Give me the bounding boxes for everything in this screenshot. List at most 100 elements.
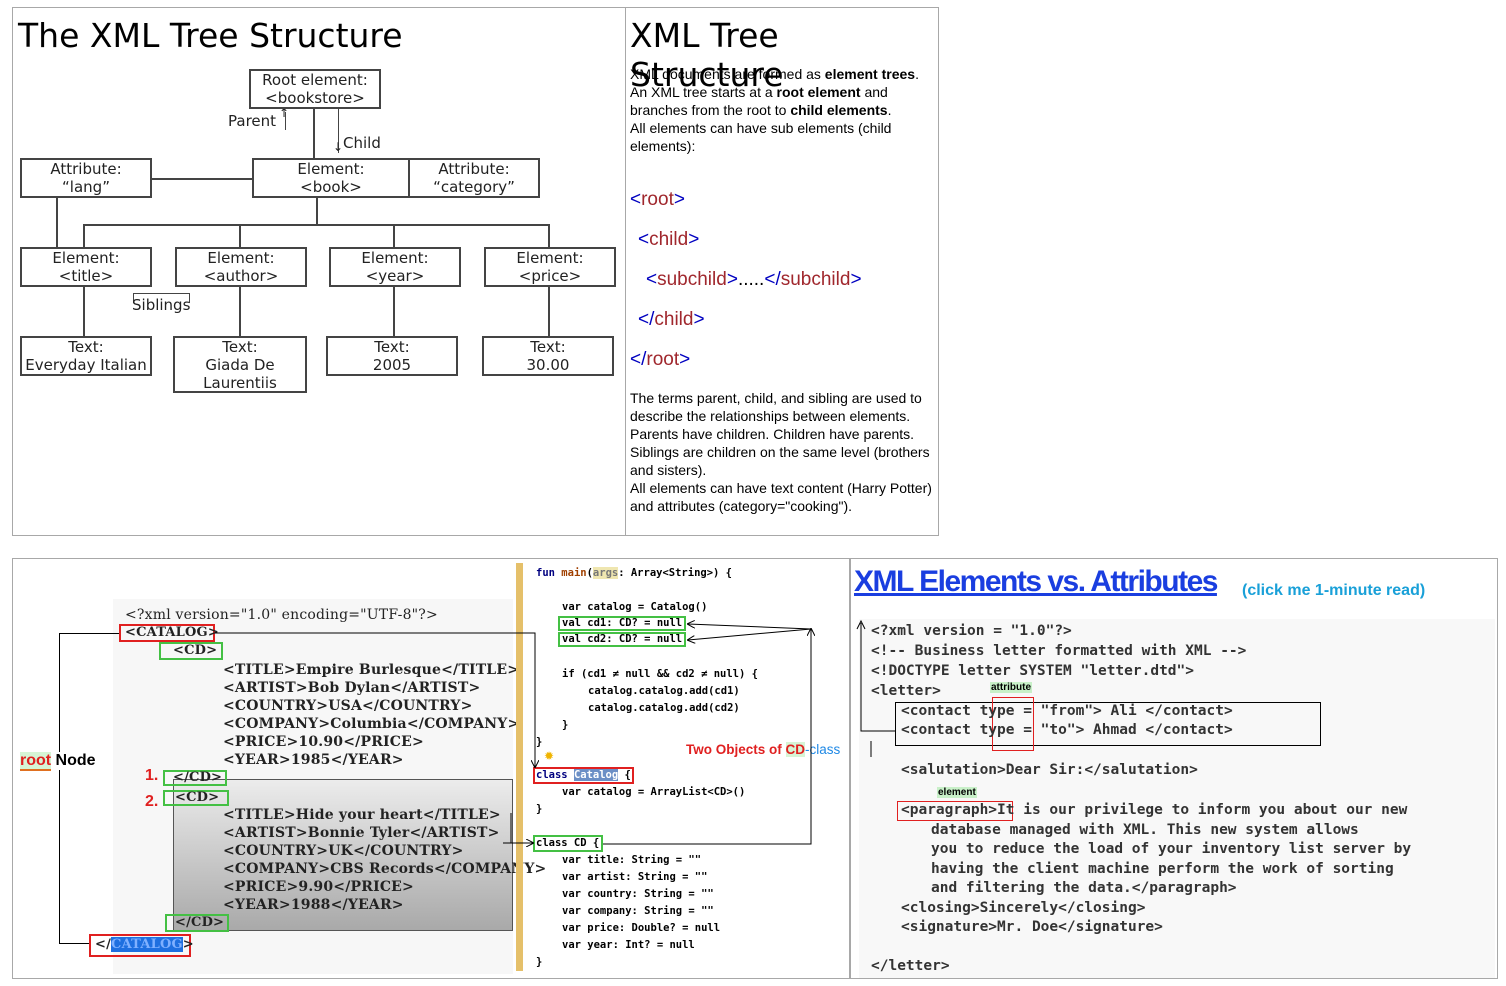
letter-line: <signature>Mr. Doe</signature> bbox=[901, 919, 1163, 935]
description-title: XML Tree Structure bbox=[630, 16, 784, 94]
cd2-line: <ARTIST>Bonnie Tyler</ARTIST> bbox=[223, 825, 500, 841]
paragraph-element-trees: XML documents are formed as element tree… bbox=[630, 66, 919, 154]
letter-line: <closing>Sincerely</closing> bbox=[901, 900, 1146, 916]
val-cd2-box bbox=[558, 632, 686, 647]
letter-line: and filtering the data.</paragraph> bbox=[931, 880, 1237, 896]
attribute-tag-label: attribute bbox=[990, 682, 1032, 693]
kotlin-class-cd: class CD { bbox=[536, 837, 600, 849]
kotlin-val-cd2: val cd2: CD? = null bbox=[562, 633, 683, 645]
tree-title: The XML Tree Structure bbox=[18, 16, 403, 55]
letter-line: <letter> bbox=[871, 683, 941, 699]
description-panel: XML Tree Structure XML documents are for… bbox=[625, 7, 939, 536]
parent-label: Parent bbox=[228, 112, 277, 130]
cd1-line: <COUNTRY>USA</COUNTRY> bbox=[223, 698, 473, 714]
lightbulb-icon: ✹ bbox=[544, 749, 555, 763]
xml-declaration: <?xml version="1.0" encoding="UTF-8"?> bbox=[125, 607, 438, 623]
kotlin-add2: catalog.catalog.add(cd2) bbox=[588, 702, 740, 714]
cd2-line: <COUNTRY>UK</COUNTRY> bbox=[223, 843, 464, 859]
kotlin-add1: catalog.catalog.add(cd1) bbox=[588, 685, 740, 697]
kotlin-if: if (cd1 ≠ null && cd2 ≠ null) { bbox=[562, 668, 758, 680]
number-1: 1. bbox=[145, 767, 159, 784]
text-year-node: Text:2005 bbox=[326, 336, 458, 376]
cd1-open-box bbox=[159, 642, 223, 660]
cd2-open-tag: <CD> bbox=[175, 790, 220, 805]
type-attribute-box bbox=[992, 697, 1034, 751]
cd2-line: <PRICE>9.90</PRICE> bbox=[223, 879, 414, 895]
element-tag-label: element bbox=[937, 787, 977, 798]
letter-line: <contact type = "from"> Ali </contact> bbox=[901, 703, 1233, 719]
code-child-open: <child> bbox=[638, 229, 700, 250]
tree-panel: The XML Tree Structure Parent Child Sibl… bbox=[12, 7, 626, 536]
parent-arrow-icon: ↑ bbox=[279, 106, 290, 120]
price-element-node: Element:<price> bbox=[484, 247, 616, 287]
letter-line: <paragraph>It is our privilege to inform… bbox=[901, 802, 1408, 818]
click-me-subtitle[interactable]: (click me 1-minute read) bbox=[1242, 582, 1426, 599]
paragraph-element-box bbox=[897, 801, 1013, 821]
cd2-close-box bbox=[165, 914, 229, 932]
letter-line: database managed with XML. This new syst… bbox=[931, 822, 1359, 838]
kotlin-brace: } bbox=[536, 736, 543, 748]
root-element-node: Root element:<bookstore> bbox=[249, 69, 381, 109]
letter-line: you to reduce the load of your inventory… bbox=[931, 841, 1412, 857]
cd1-line: <ARTIST>Bob Dylan</ARTIST> bbox=[223, 680, 481, 696]
cd2-line: <COMPANY>CBS Records</COMPANY> bbox=[223, 861, 547, 877]
kotlin-brace: } bbox=[562, 719, 569, 731]
root-node-label: root Node bbox=[19, 752, 97, 771]
kotlin-brace: } bbox=[536, 956, 543, 968]
catalog-close-tag: </CATALOG> bbox=[95, 937, 194, 952]
catalog-open-box bbox=[119, 624, 215, 642]
cd2-line: <TITLE>Hide your heart</TITLE> bbox=[223, 807, 501, 823]
code-root-close: </root> bbox=[630, 349, 691, 370]
two-objects-label: Two Objects of CD-class bbox=[686, 742, 841, 757]
cd1-line: <PRICE>10.90</PRICE> bbox=[223, 734, 424, 750]
cd2-line: <YEAR>1988</YEAR> bbox=[223, 897, 404, 913]
kotlin-var-catalog: var catalog = Catalog() bbox=[562, 601, 708, 613]
letter-panel: XML Elements vs. Attributes (click me 1-… bbox=[850, 558, 1498, 979]
catalog-open-tag: <CATALOG> bbox=[125, 625, 219, 640]
code-root-open: <root> bbox=[630, 189, 685, 210]
text-title-node: Text:Everyday Italian bbox=[20, 336, 152, 376]
child-arrow-icon: ↓ bbox=[333, 140, 344, 154]
connector-arrows bbox=[215, 559, 850, 979]
cd1-close-box bbox=[163, 770, 227, 786]
paragraph-relationships: The terms parent, child, and sibling are… bbox=[630, 390, 932, 514]
val-cd1-box bbox=[558, 616, 686, 631]
kotlin-catalog-field: var catalog = ArrayList<CD>() bbox=[562, 786, 746, 798]
code-separator bbox=[516, 563, 523, 971]
kotlin-main: fun main(args: Array<String>) { bbox=[536, 567, 733, 579]
child-label: Child bbox=[343, 134, 381, 152]
cd1-line: <YEAR>1985</YEAR> bbox=[223, 752, 404, 768]
book-element-node: Element:<book> bbox=[252, 158, 410, 198]
letter-bracket-arrow bbox=[856, 619, 895, 757]
kotlin-field: var price: Double? = null bbox=[562, 922, 721, 934]
author-element-node: Element:<author> bbox=[175, 247, 307, 287]
code-subchild: <subchild>.....</subchild> bbox=[646, 269, 862, 290]
catalog-panel: <?xml version="1.0" encoding="UTF-8"?> <… bbox=[12, 558, 850, 979]
class-catalog-box bbox=[533, 767, 634, 784]
kotlin-field: var title: String = "" bbox=[562, 854, 702, 866]
siblings-label: Siblings bbox=[132, 296, 191, 314]
attribute-category-node: Attribute:“category” bbox=[408, 158, 540, 198]
cd2-close-tag: </CD> bbox=[175, 915, 225, 930]
kotlin-brace: } bbox=[536, 803, 543, 815]
letter-line: <!-- Business letter formatted with XML … bbox=[871, 643, 1247, 659]
attribute-lang-node: Attribute:“lang” bbox=[20, 158, 152, 198]
elements-vs-attributes-link[interactable]: XML Elements vs. Attributes bbox=[854, 565, 1218, 598]
number-2: 2. bbox=[145, 793, 159, 810]
letter-line: <!DOCTYPE letter SYSTEM "letter.dtd"> bbox=[871, 663, 1195, 679]
year-element-node: Element:<year> bbox=[329, 247, 461, 287]
catalog-close-box bbox=[89, 934, 191, 957]
cd2-open-box bbox=[163, 790, 229, 806]
title-element-node: Element:<title> bbox=[20, 247, 152, 287]
text-price-node: Text:30.00 bbox=[482, 336, 614, 376]
kotlin-field: var country: String = "" bbox=[562, 888, 714, 900]
code-child-close: </child> bbox=[638, 309, 705, 330]
contacts-box bbox=[895, 702, 1321, 746]
kotlin-field: var year: Int? = null bbox=[562, 939, 695, 951]
kotlin-class-catalog: class Catalog { bbox=[536, 769, 631, 781]
cd1-line: <COMPANY>Columbia</COMPANY> bbox=[223, 716, 520, 732]
kotlin-field: var company: String = "" bbox=[562, 905, 714, 917]
letter-line: <salutation>Dear Sir:</salutation> bbox=[901, 762, 1198, 778]
kotlin-field: var artist: String = "" bbox=[562, 871, 708, 883]
kotlin-val-cd1: val cd1: CD? = null bbox=[562, 617, 683, 629]
